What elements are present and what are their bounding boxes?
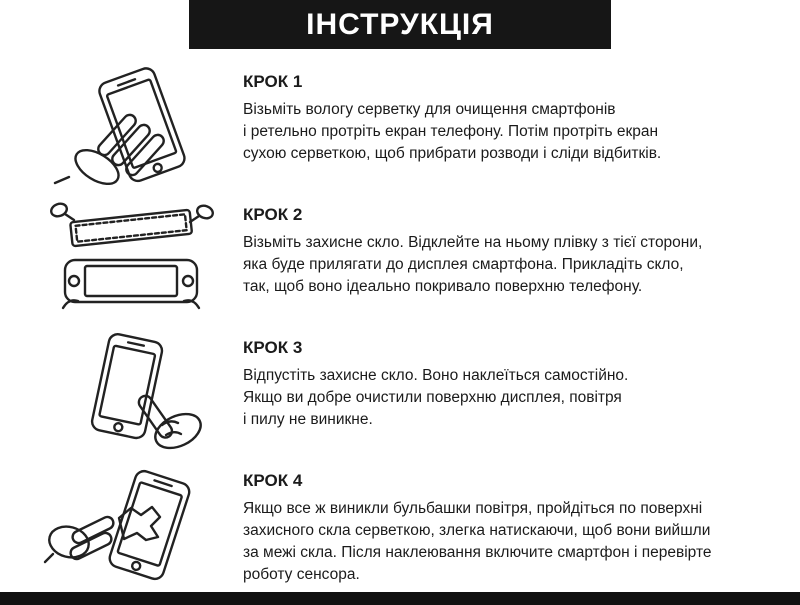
step-row-3: КРОК 3 Відпустіть захисне скло. Воно нак… bbox=[0, 324, 800, 457]
step-row-2: КРОК 2 Візьміть захисне скло. Відклейте … bbox=[0, 191, 800, 324]
step-title: КРОК 3 bbox=[243, 338, 303, 357]
step-body-3: КРОК 3 Відпустіть захисне скло. Воно нак… bbox=[243, 324, 648, 431]
step-text: Відпустіть захисне скло. Воно наклеїться… bbox=[243, 367, 629, 428]
header-banner: ІНСТРУКЦІЯ bbox=[189, 0, 611, 49]
step-row-1: КРОК 1 Візьміть вологу серветку для очищ… bbox=[0, 58, 800, 191]
bottom-black-strip bbox=[0, 592, 800, 605]
peeling-film-over-phone-icon bbox=[28, 191, 243, 324]
step-title: КРОК 4 bbox=[243, 471, 303, 490]
steps-list: КРОК 1 Візьміть вологу серветку для очищ… bbox=[0, 58, 800, 590]
step-body-1: КРОК 1 Візьміть вологу серветку для очищ… bbox=[243, 58, 681, 165]
step-text: Візьміть вологу серветку для очищення см… bbox=[243, 101, 662, 162]
step-body-4: КРОК 4 Якщо все ж виникли бульбашки пові… bbox=[243, 457, 732, 586]
page-title: ІНСТРУКЦІЯ bbox=[306, 7, 494, 41]
step-text: Якщо все ж виникли бульбашки повітря, пр… bbox=[243, 500, 712, 583]
hand-wiping-phone-icon bbox=[28, 58, 243, 191]
step-body-2: КРОК 2 Візьміть захисне скло. Відклейте … bbox=[243, 191, 722, 298]
cloth-smoothing-screen-icon bbox=[28, 457, 243, 590]
step-title: КРОК 2 bbox=[243, 205, 303, 224]
step-row-4: КРОК 4 Якщо все ж виникли бульбашки пові… bbox=[0, 457, 800, 590]
step-title: КРОК 1 bbox=[243, 72, 303, 91]
step-text: Візьміть захисне скло. Відклейте на ньом… bbox=[243, 234, 703, 295]
finger-pressing-phone-icon bbox=[28, 324, 243, 457]
